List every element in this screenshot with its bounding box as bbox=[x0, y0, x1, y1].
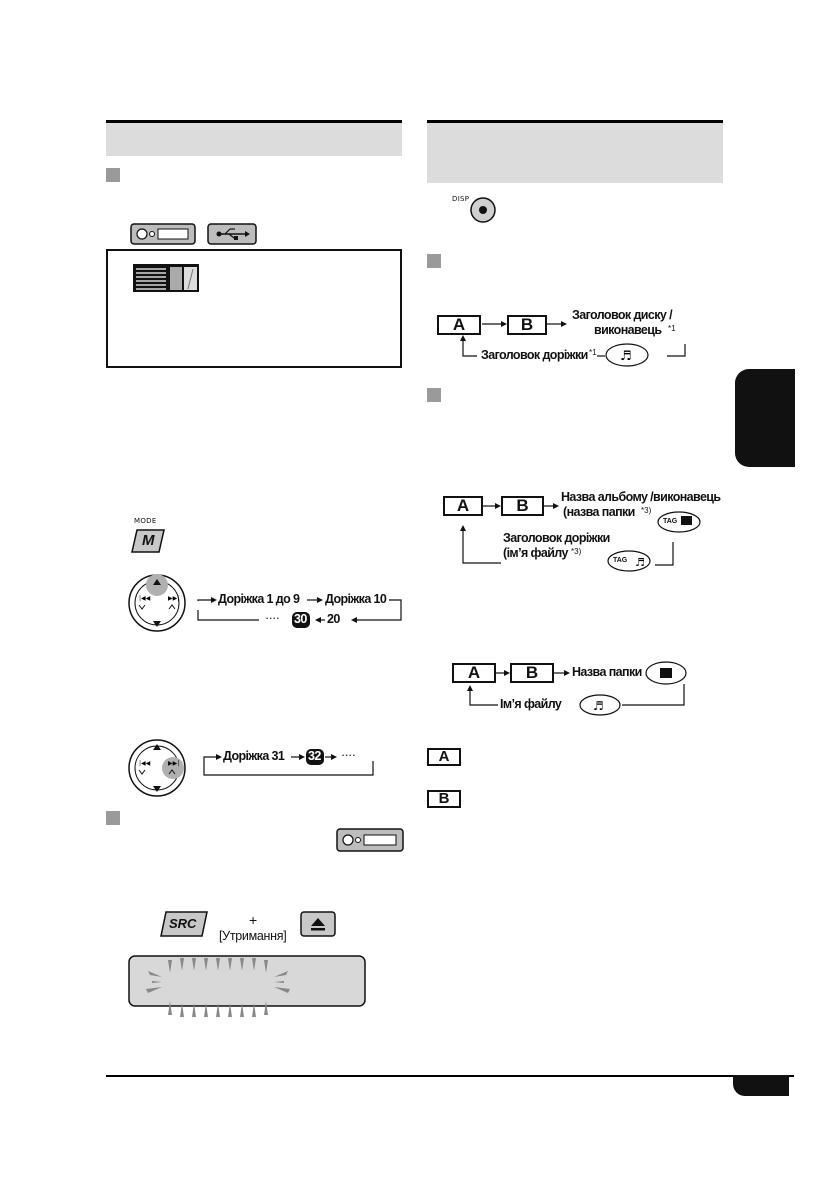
disp-label: DISP bbox=[452, 195, 470, 203]
control-dial-next[interactable]: |◀◀ ▶▶| bbox=[127, 738, 187, 803]
right-section-rule bbox=[427, 120, 723, 123]
file-footnote: *3) bbox=[571, 547, 582, 556]
box-a: A bbox=[443, 496, 483, 516]
svg-text:|◀◀: |◀◀ bbox=[139, 595, 151, 602]
track-footnote: *1 bbox=[589, 348, 597, 357]
folder-footnote: *3) bbox=[641, 506, 652, 515]
right-section-header-bar bbox=[427, 123, 723, 183]
plus-sign: + bbox=[249, 912, 258, 928]
step-marker bbox=[427, 254, 441, 268]
left-section-rule bbox=[106, 120, 402, 123]
flow-dots: ···· bbox=[265, 611, 280, 625]
src-button[interactable]: SRC bbox=[160, 911, 208, 937]
step-marker bbox=[106, 168, 120, 182]
album-artist-label: Назва альбому /виконавець bbox=[561, 490, 721, 504]
step-marker bbox=[106, 811, 120, 825]
svg-text:|◀◀: |◀◀ bbox=[139, 760, 151, 767]
artist-label: виконавець bbox=[594, 323, 662, 337]
tag-file-label: TAG bbox=[613, 557, 628, 564]
file-name-label: Ім’я файлу bbox=[500, 697, 562, 711]
footer-rule bbox=[106, 1075, 794, 1077]
mode-label: MODE bbox=[134, 517, 157, 525]
eject-button[interactable] bbox=[300, 911, 336, 942]
box-a: A bbox=[452, 663, 496, 683]
svg-text:♬: ♬ bbox=[593, 699, 604, 713]
src-key-label: SRC bbox=[169, 916, 197, 931]
artist-footnote: *1 bbox=[668, 324, 676, 333]
flow-track-1-9: Доріжка 1 до 9 bbox=[218, 592, 300, 606]
left-section-header-bar bbox=[106, 123, 402, 156]
svg-text:♬: ♬ bbox=[635, 556, 645, 569]
flow-track-30: 30 bbox=[294, 612, 307, 626]
folder-name-label: (назва папки bbox=[563, 505, 635, 519]
mode-key-letter: M bbox=[142, 532, 155, 549]
note-box bbox=[106, 249, 402, 368]
flow-dots-2: ···· bbox=[341, 748, 356, 762]
track-title-label: Заголовок доріжки bbox=[503, 531, 610, 545]
svg-text:▶▶|: ▶▶| bbox=[168, 760, 179, 767]
flow-track-20: 20 bbox=[327, 612, 340, 626]
svg-text:♬: ♬ bbox=[620, 349, 632, 364]
svg-text:▶▶|: ▶▶| bbox=[168, 595, 179, 602]
control-dial-up[interactable]: |◀◀ ▶▶| bbox=[127, 573, 187, 638]
box-b: B bbox=[510, 663, 554, 683]
box-a: A bbox=[437, 315, 481, 335]
file-name-label: (ім’я файлу bbox=[503, 546, 568, 560]
flow-track-10: Доріжка 10 bbox=[325, 592, 387, 606]
usb-source-icon bbox=[207, 223, 257, 250]
disc-title-label: Заголовок диску / bbox=[572, 308, 673, 322]
cd-source-icon bbox=[130, 223, 196, 250]
box-b: B bbox=[501, 496, 544, 516]
cd-unit-icon bbox=[336, 828, 404, 857]
flow-track-31: Доріжка 31 bbox=[223, 749, 285, 763]
disp-button[interactable] bbox=[470, 197, 496, 228]
flow-track-32: 32 bbox=[308, 749, 321, 763]
level-meter-icon bbox=[133, 264, 199, 297]
hold-label: [Утримання] bbox=[219, 929, 287, 943]
flashing-display bbox=[128, 955, 366, 1025]
mode-button[interactable]: M bbox=[131, 529, 165, 553]
page-number-tab bbox=[733, 1075, 789, 1096]
step-marker bbox=[427, 388, 441, 402]
legend-box-b: B bbox=[427, 790, 461, 808]
tag-folder-label: TAG bbox=[663, 518, 678, 525]
track-title-label: Заголовок доріжки bbox=[481, 348, 588, 362]
language-side-tab bbox=[735, 369, 795, 467]
folder-name-label: Назва папки bbox=[572, 665, 642, 679]
box-b: B bbox=[507, 315, 547, 335]
legend-box-a: A bbox=[427, 748, 461, 766]
